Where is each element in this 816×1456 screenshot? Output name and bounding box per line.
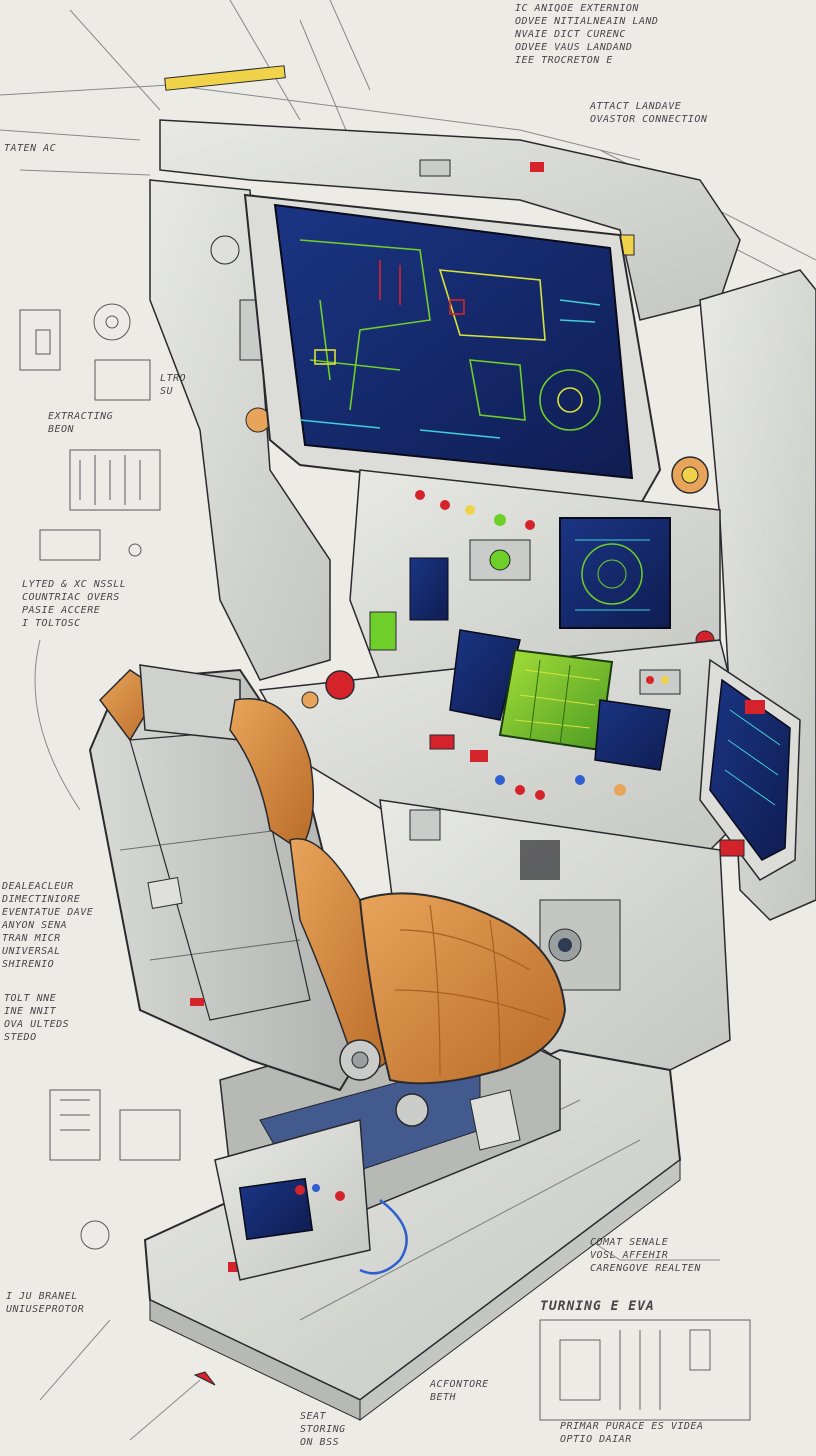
note-left-bottom: I JU BRANEL UNIUSEPROTOR	[6, 1291, 85, 1315]
center-instrument-stack	[349, 469, 721, 701]
note-left-block-1: LYTED & XC NSSLL COUNTRIAC OVERS PASIE A…	[22, 579, 127, 629]
note-left-upper: TATEN AC	[4, 143, 57, 154]
note-right-bottom-title: TURNING E EVA	[540, 1299, 655, 1314]
note-bottom-right: PRIMAR PURACE ES VIDEA OPTIO DAIAR	[560, 1421, 704, 1445]
note-left-block-3: TOLT NNE INE NNIT OVA ULTEDS STEDO	[4, 993, 70, 1043]
note-top-right-sub: ATTACT LANDAVE OVASTOR CONNECTION	[590, 101, 708, 125]
right-side-display	[699, 658, 801, 881]
console-buttons	[301, 669, 681, 800]
note-bottom-center: ACFONTORE BETH	[430, 1379, 489, 1403]
left-schematic-sketches	[19, 303, 181, 1250]
pilot-seat-cushion	[289, 838, 567, 1151]
right-bottom-schematic	[539, 1319, 751, 1421]
main-display	[243, 193, 662, 507]
note-left-block-2: DEALEACLEUR DIMECTINIORE EVENTATUE DAVE …	[2, 881, 94, 970]
stack-toggle-buttons	[415, 490, 715, 650]
lower-console-pedestal	[379, 799, 731, 1081]
main-display-readout	[299, 239, 601, 439]
pilot-seat-back	[88, 664, 372, 1092]
red-arrow-mark	[193, 1371, 216, 1386]
note-left-mid-2: LTRO SU	[160, 373, 187, 397]
note-right-bottom-1: COMAT SENALE VOSL AFFEHIR CARENGOVE REAL…	[590, 1237, 701, 1274]
note-bottom-left: SEAT STORING ON BSS	[300, 1411, 346, 1448]
note-left-mid-1: EXTRACTING BEON	[48, 411, 114, 435]
floor-platform	[143, 1048, 682, 1421]
note-top-right-block: IC ANIQOE EXTERNION ODVEE NITIALNEAIN LA…	[515, 3, 659, 66]
